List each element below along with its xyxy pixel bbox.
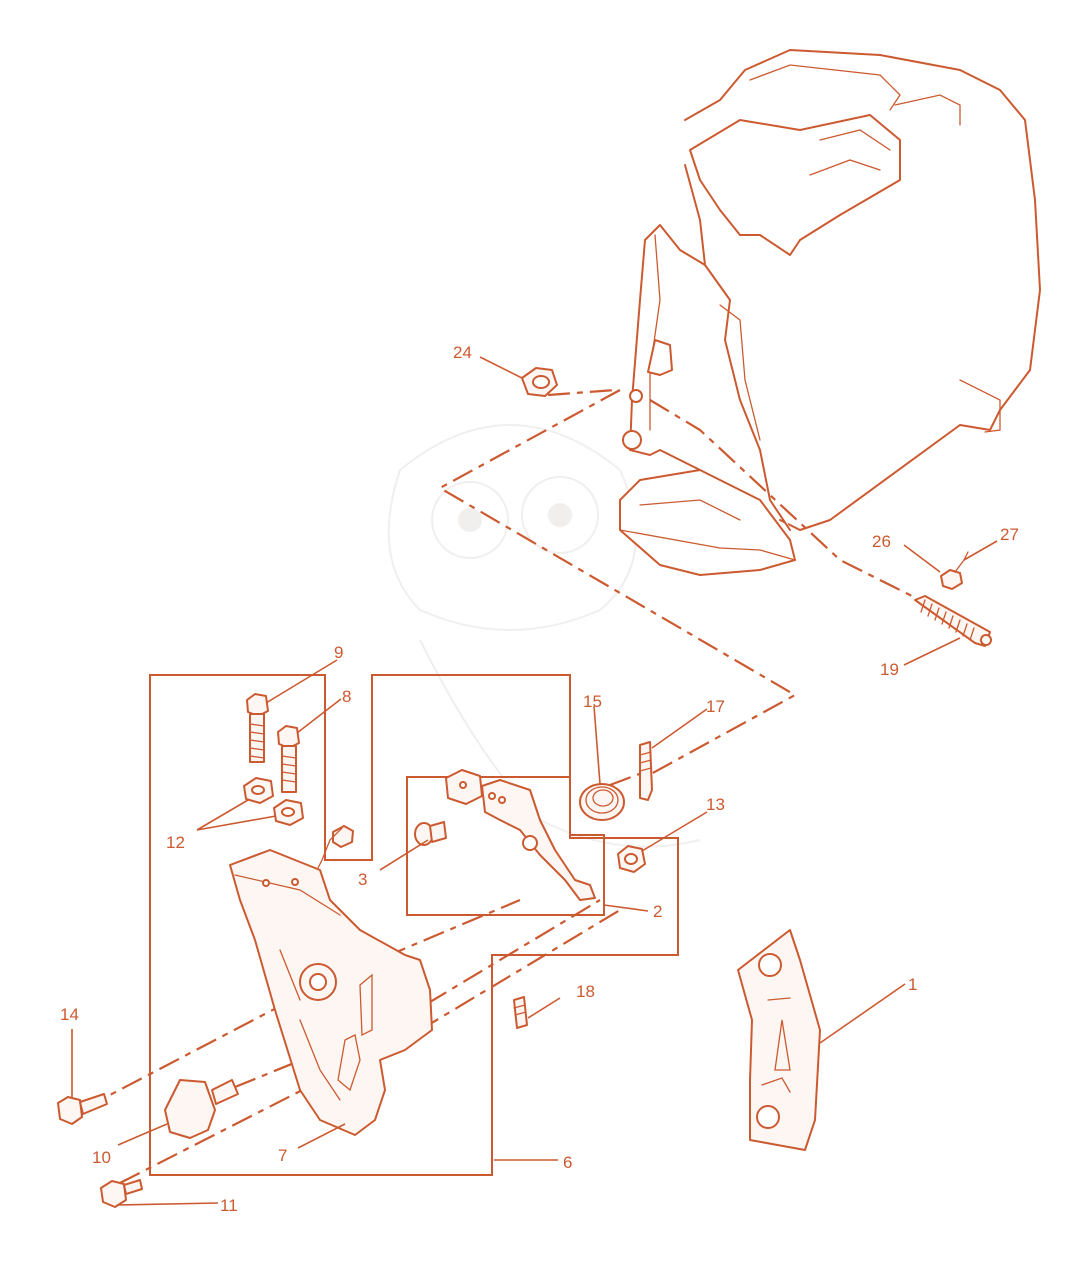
part-26-27-clip [940,551,969,590]
callout-10: 10 [92,1148,111,1167]
part-11-nut [617,845,646,873]
part-18-pin [513,996,528,1029]
part-17-pin [639,741,653,801]
part-19-spring [914,595,992,647]
part-14-bolt [100,1179,143,1208]
part-7-bracket [229,849,433,1136]
callout-8: 8 [342,687,351,706]
part-1-decal [737,929,821,1151]
callout-24: 24 [453,343,472,362]
background-watermark [387,424,701,848]
callout-12: 12 [166,833,185,852]
callout-27: 27 [1000,525,1019,544]
callout-19: 19 [880,660,899,679]
part-8-bolt [277,725,300,793]
callout-9: 9 [334,643,343,662]
callout-15: 14 [60,1005,79,1024]
part-15-bolt [57,1093,108,1125]
callout-7: 7 [278,1146,287,1165]
assembly-boundaries [149,674,679,1176]
part-3-lever [445,769,596,901]
callout-11: 13 [706,795,725,814]
callout-labels: 24 26 27 19 9 8 15 17 13 12 3 2 18 1 14 … [60,343,1019,1215]
part-wire-clip [311,825,354,881]
part-6-screw [414,821,447,846]
callout-3: 2 [653,902,662,921]
callout-18: 18 [576,982,595,1001]
part-10-knob [164,1079,239,1139]
callout-2: 6 [563,1153,572,1172]
part-24-nut [521,367,558,397]
part-13-spring [579,783,625,821]
leader-lines [71,356,998,1206]
part-9-bolt [246,693,269,763]
callout-6: 3 [358,870,367,889]
part-12-nuts [243,777,304,826]
callout-26: 26 [872,532,891,551]
callout-13: 15 [583,692,602,711]
callout-1: 1 [908,975,917,994]
callout-17: 17 [706,697,725,716]
engine-housing [619,49,1041,576]
callout-14: 11 [220,1196,238,1215]
